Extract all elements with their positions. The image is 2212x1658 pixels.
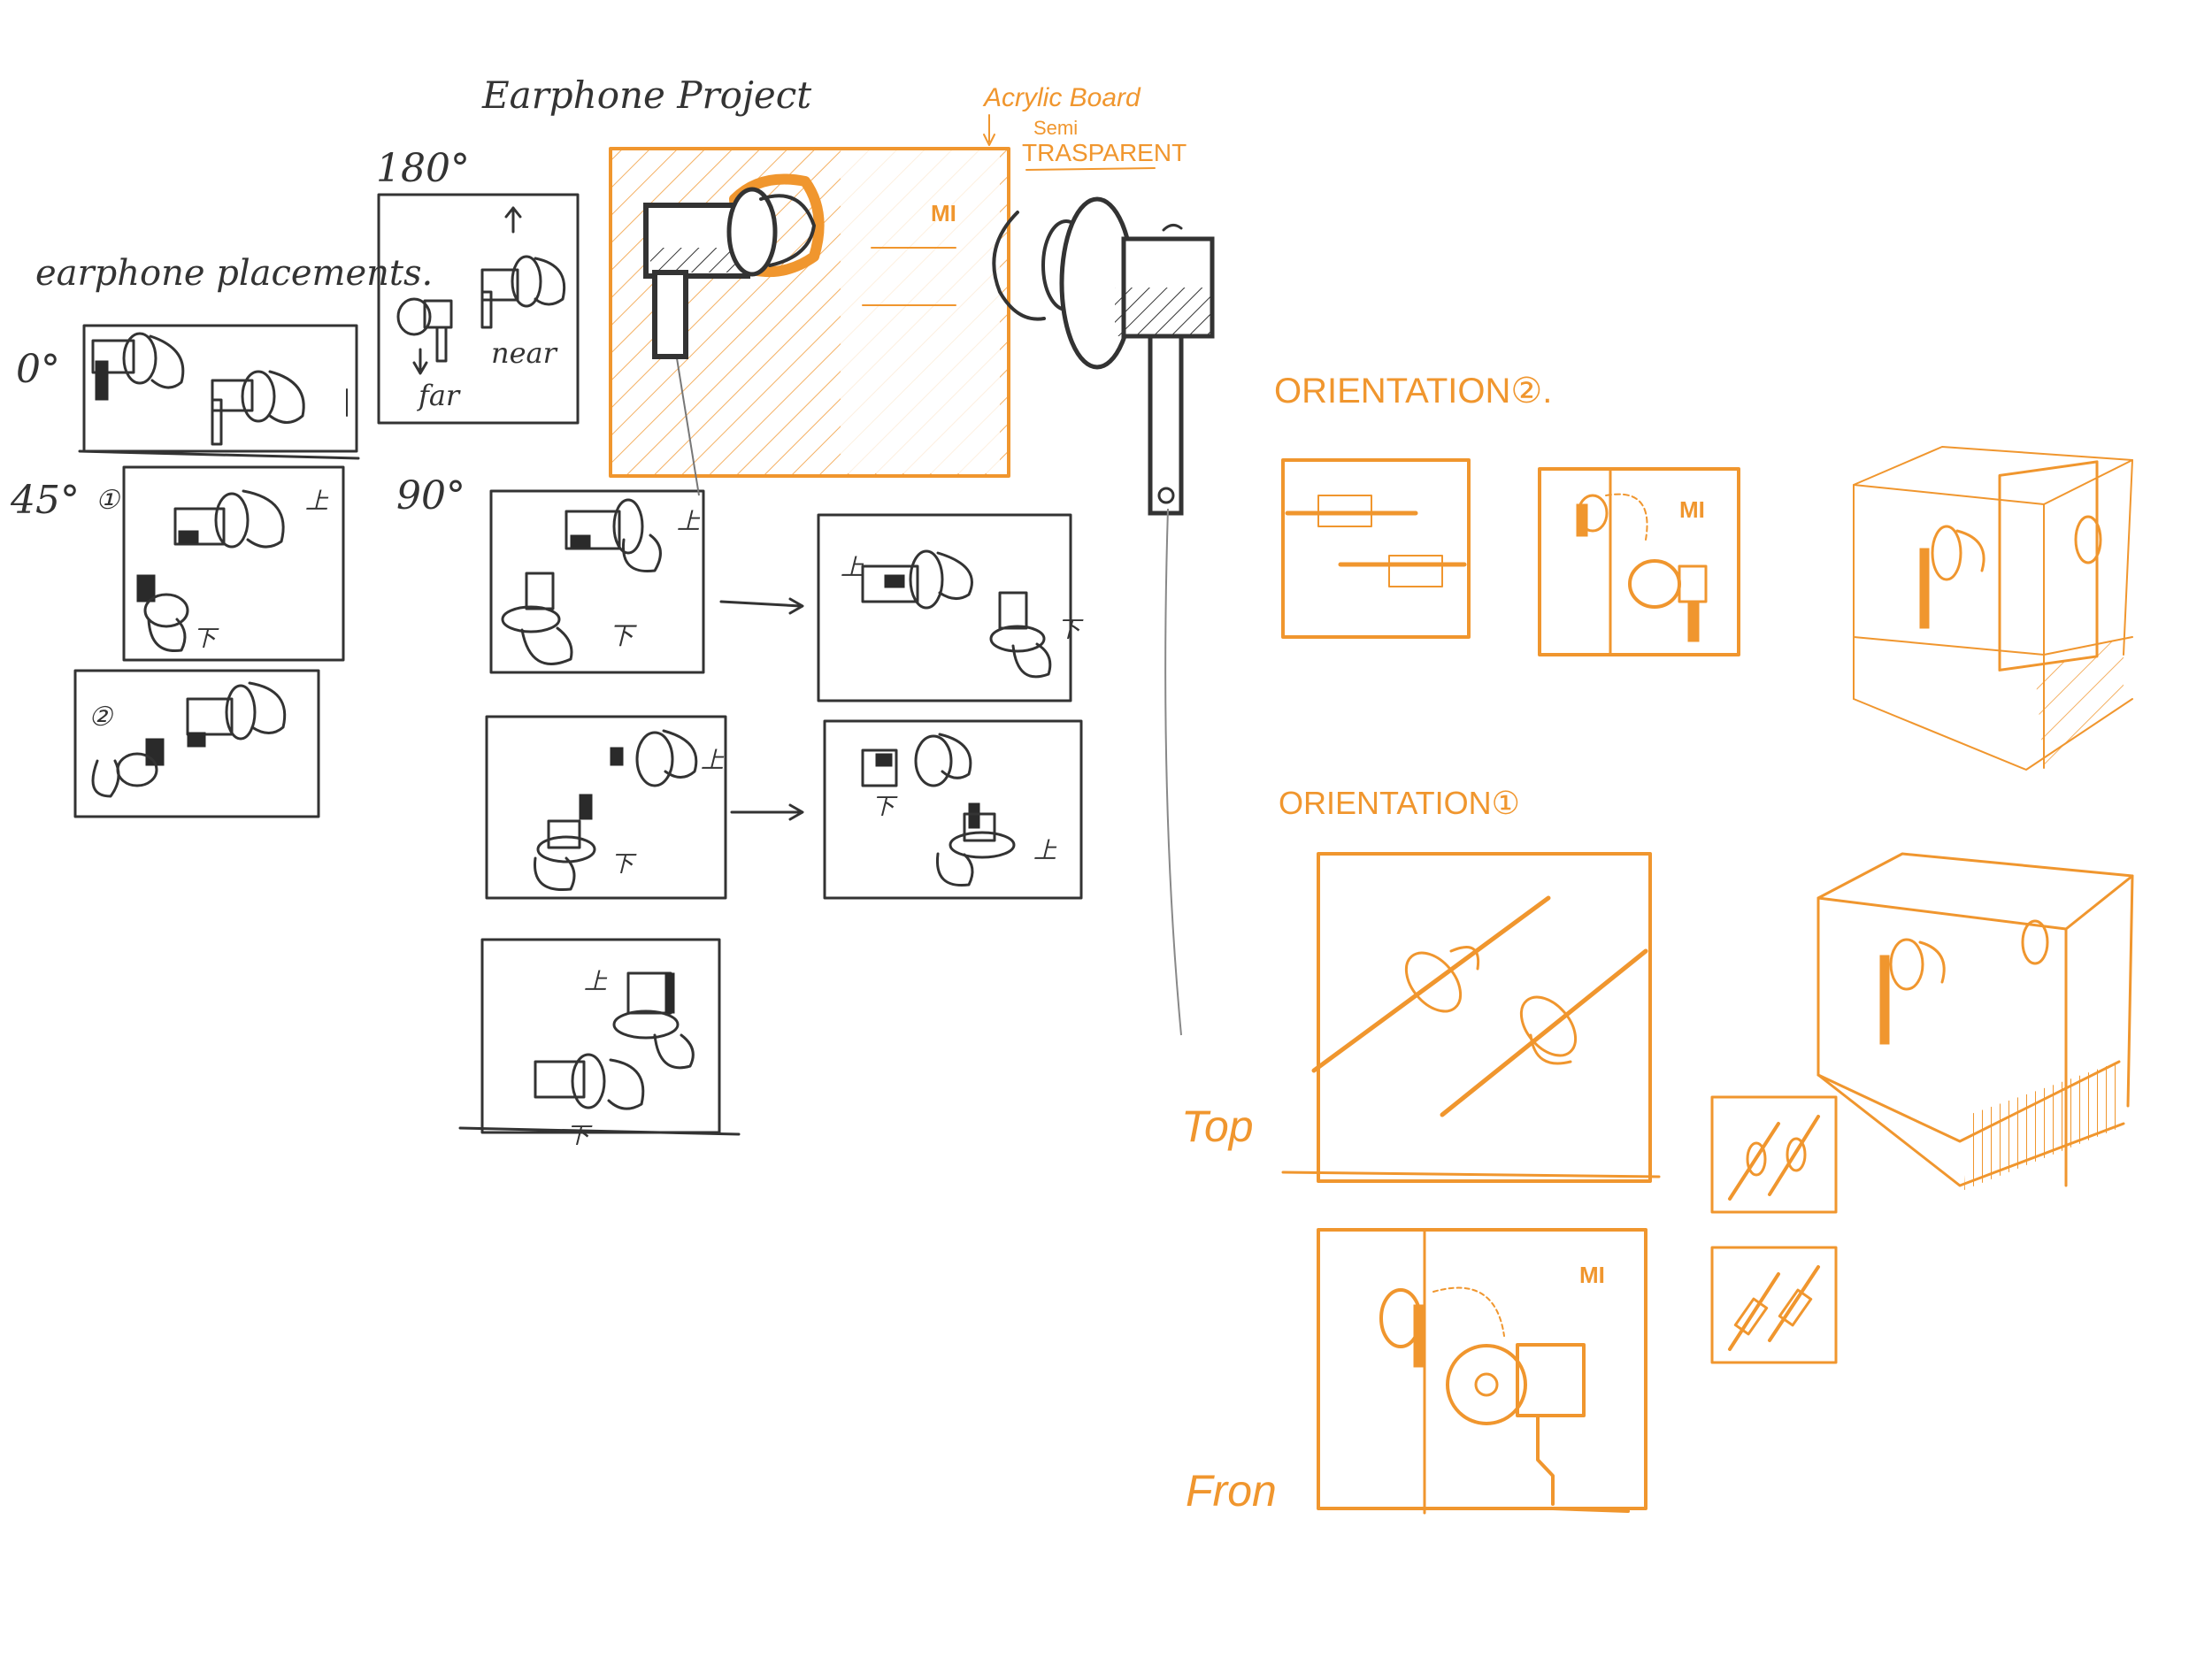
near-label: near xyxy=(491,336,558,370)
earphone-sketch-icon xyxy=(480,255,566,329)
angle-90-panel-5: 上 下 xyxy=(458,938,741,1149)
earphone-sketch-icon xyxy=(173,489,285,549)
angle-0-panel: 0° xyxy=(16,324,360,460)
semi-label: Semi xyxy=(1033,117,1078,139)
earphone-sketch-icon xyxy=(501,572,573,665)
earphone-icon xyxy=(643,173,825,359)
orientation-2-perspective xyxy=(1853,446,2133,771)
down-label: 下 xyxy=(609,621,637,650)
earphone-sketch-icon xyxy=(861,549,973,610)
up-label: 上 xyxy=(1033,838,1057,864)
angle-45-panel-1: 45° ① 下 上 xyxy=(10,465,345,662)
angle-90-panel-3: 下 上 xyxy=(485,715,727,900)
front-view-label: Fron xyxy=(1186,1466,1277,1516)
down-label: 下 xyxy=(566,1123,593,1149)
orientation-2-top-view xyxy=(1281,458,1471,639)
earphone-sketch-icon xyxy=(91,738,165,798)
page-title: Earphone Project xyxy=(481,73,811,117)
angle-45-panel-2: ② xyxy=(73,669,320,818)
earphone-sketch-icon xyxy=(989,591,1052,679)
orientation-2-front-view: MI xyxy=(1538,467,1740,656)
angle-180-label: 180° xyxy=(376,146,470,191)
angle-0-label: 0° xyxy=(16,347,60,392)
down-label: 下 xyxy=(193,626,219,652)
earphone-sketch-icon xyxy=(211,370,305,446)
earphone-sketch-icon xyxy=(610,729,698,787)
earphone-sketch-icon xyxy=(612,971,695,1070)
up-label: 上 xyxy=(305,488,329,515)
orientation-1-detail-top xyxy=(1710,1095,1838,1214)
down-label: 下 xyxy=(611,851,637,878)
top-view-label: Top xyxy=(1181,1101,1254,1151)
earphone-sketch-icon xyxy=(396,297,453,363)
earphone-sketch-icon xyxy=(136,574,189,653)
angle-90-panel-1: 下 上 xyxy=(489,489,705,674)
angle-180-panel: 180° far near xyxy=(376,146,580,425)
transparent-label: TRASPARENT xyxy=(1022,139,1187,166)
angle-90-label: 90° xyxy=(396,473,465,518)
earphone-sketch-icon xyxy=(935,802,1016,887)
earphone-sketch-icon xyxy=(861,733,972,787)
up-label: 上 xyxy=(701,748,725,774)
angle-90-panel-4: 下 上 xyxy=(823,719,1083,900)
placements-label: earphone placements. xyxy=(35,253,433,294)
variant-1-label: ① xyxy=(96,485,121,516)
angle-45-label: 45° xyxy=(10,478,80,523)
orientation-1-front-view: Fron MI xyxy=(1186,1228,1647,1516)
orientation-2-label: ORIENTATION②. xyxy=(1274,372,1552,411)
orientation-1-detail-front xyxy=(1710,1246,1838,1364)
up-label: 上 xyxy=(584,969,608,995)
earphone-sketch-icon xyxy=(565,498,662,573)
variant-2-label: ② xyxy=(88,702,114,733)
down-label: 下 xyxy=(872,794,898,820)
down-label: 下 xyxy=(1057,617,1084,643)
mi-logo: MI xyxy=(1579,1262,1605,1288)
far-label: far xyxy=(417,379,461,412)
orientation-1-perspective xyxy=(1816,852,2134,1190)
earphone-sketch-icon xyxy=(186,681,287,748)
mi-logo: MI xyxy=(931,200,956,226)
orientation-1-top-view: Top xyxy=(1181,852,1661,1183)
up-label: 上 xyxy=(677,509,701,535)
earphone-side-view-icon xyxy=(992,196,1215,1036)
earphone-sketch-icon xyxy=(534,794,596,892)
acrylic-board-label: Acrylic Board xyxy=(982,83,1141,112)
earphone-sketch-icon xyxy=(91,332,185,401)
orientation-1-label: ORIENTATION① xyxy=(1279,785,1520,821)
angle-90-panel-2: 上 下 xyxy=(817,513,1084,702)
up-label: 上 xyxy=(841,555,864,581)
mi-logo: MI xyxy=(1679,496,1705,523)
earphone-sketch-icon xyxy=(534,1053,645,1110)
acrylic-board-sketch: Acrylic Board Semi TRASPARENT MI xyxy=(609,83,1215,1036)
